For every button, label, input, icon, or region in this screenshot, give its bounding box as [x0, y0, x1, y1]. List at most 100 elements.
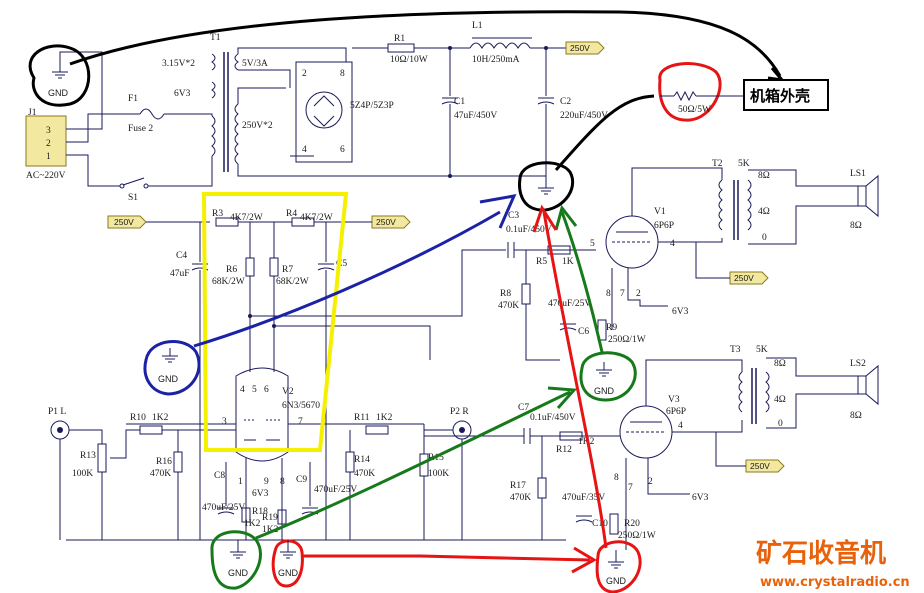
- t1-tap-a: 3.15V*2: [162, 59, 195, 69]
- c10-label: C10: [592, 519, 608, 529]
- rect-pin4: 4: [302, 145, 307, 155]
- t1-5v: 5V/3A: [242, 59, 268, 69]
- v1-pin7: 7: [620, 289, 625, 299]
- c7-value: 0.1uF/450V: [530, 413, 576, 423]
- r7-value: 68K/2W: [276, 277, 309, 287]
- gnd-symbol-central: [538, 176, 554, 195]
- output-v1: C3 0.1uF/450V R5 1K 5 R8 470K V1 6P6P 4 …: [498, 159, 879, 361]
- v3-value: 6P6P: [666, 407, 686, 417]
- svg-text:GND: GND: [606, 576, 627, 586]
- power-supply-section: J1 3 2 1 AC~220V F1 Fuse 2 S1 T1 3.15V*2…: [25, 21, 608, 203]
- l1-label: L1: [472, 21, 483, 31]
- r9-label: R9: [606, 323, 617, 333]
- t3-8ohm: 8Ω: [774, 359, 786, 369]
- r19-label: R19: [262, 513, 278, 523]
- v2-pin3: 3: [222, 417, 227, 427]
- gnd-symbol-bottom-green: GND: [228, 540, 249, 578]
- rectifier-box: [295, 61, 353, 163]
- gnd-symbol-blue: GND: [158, 348, 179, 384]
- p1-label: P1 L: [48, 407, 66, 417]
- annotation-overlays: 50Ω/5W 机箱外壳: [28, 10, 829, 593]
- v3-pin4: 4: [678, 421, 683, 431]
- brand-name: 矿石收音机: [756, 538, 886, 569]
- r3-value: 4K7/2W: [230, 213, 263, 223]
- c6-value: 470uF/25V: [548, 299, 591, 309]
- r17-value: 470K: [510, 493, 531, 503]
- r16-label: R16: [156, 457, 172, 467]
- brand-watermark: 矿石收音机 www.crystalradio.cn: [756, 538, 910, 590]
- j1-pin1: 1: [46, 152, 51, 162]
- v3-pin7: 7: [628, 483, 633, 493]
- j1-connector: [25, 115, 67, 167]
- red-wire-up: [542, 211, 608, 549]
- v2-pin4: 4: [240, 385, 245, 395]
- v1-heater: 6V3: [672, 307, 689, 317]
- svg-text:GND: GND: [594, 386, 615, 396]
- red-loop-chassis-resistor: [658, 62, 722, 122]
- green-wire-up: [560, 211, 604, 353]
- c8-label: C8: [214, 471, 225, 481]
- c1-label: C1: [454, 97, 465, 107]
- c6-label: C6: [578, 327, 589, 337]
- r7-label: R7: [282, 265, 293, 275]
- fuse-label: Fuse 2: [128, 124, 153, 134]
- t3-0: 0: [778, 419, 783, 429]
- r6-value: 68K/2W: [212, 277, 245, 287]
- r18-label: R18: [252, 507, 268, 517]
- svg-text:GND: GND: [278, 568, 299, 578]
- r1-value: 10Ω/10W: [390, 55, 428, 65]
- c2-value: 220uF/450V: [560, 111, 608, 121]
- r4-label: R4: [286, 209, 297, 219]
- r9-value: 250Ω/1W: [608, 335, 646, 345]
- v2-label: V2: [282, 387, 294, 397]
- chassis-label-box: [743, 79, 829, 111]
- r17-label: R17: [510, 481, 526, 491]
- r16-value: 470K: [150, 469, 171, 479]
- p2-label: P2 R: [450, 407, 469, 417]
- black-loop-gnd-central: [518, 161, 575, 212]
- v1-pin8: 8: [606, 289, 611, 299]
- r20-value: 250Ω/1W: [618, 531, 656, 541]
- ls2-label: LS2: [850, 359, 866, 369]
- ls2-value: 8Ω: [850, 411, 862, 421]
- c5-label: C5: [336, 259, 347, 269]
- ls1-label: LS1: [850, 169, 866, 179]
- v2-heater: 6V3: [252, 489, 269, 499]
- gnd-symbol-v1-cathode: GND: [594, 362, 615, 396]
- green-loop-gnd: [579, 351, 637, 402]
- c9-label: C9: [296, 475, 307, 485]
- rectifier-label: 5Z4P/5Z3P: [350, 101, 394, 111]
- v2-pin1: 1: [238, 477, 243, 487]
- c10-value: 470uF/35V: [562, 493, 605, 503]
- t1-250v: 250V*2: [242, 121, 273, 131]
- netflag-250v-top: 250V: [570, 43, 590, 53]
- c3-label: C3: [508, 211, 519, 221]
- rect-pin6: 6: [340, 145, 345, 155]
- gnd-symbol-topleft: GND: [48, 66, 69, 98]
- r11-value: 1K2: [376, 413, 393, 423]
- r8-label: R8: [500, 289, 511, 299]
- red-loop-gnd-right: [595, 540, 642, 593]
- r14-label: R14: [354, 455, 370, 465]
- v3-pin8: 8: [614, 473, 619, 483]
- ground-symbols: GND GND GND GND: [48, 66, 627, 586]
- t1-tap-b: 6V3: [174, 89, 191, 99]
- t2-label: T2: [712, 159, 723, 169]
- r6-label: R6: [226, 265, 237, 275]
- r13-label: R13: [80, 451, 96, 461]
- v1-label: V1: [654, 207, 666, 217]
- netflag-250v-v3: 250V: [750, 461, 770, 471]
- chassis-label: 机箱外壳: [750, 87, 810, 105]
- c9-value: 470uF/25V: [314, 485, 357, 495]
- blue-wire: [193, 210, 501, 348]
- t2-8ohm: 8Ω: [758, 171, 770, 181]
- v3-heater: 6V3: [692, 493, 709, 503]
- ls1-value: 8Ω: [850, 221, 862, 231]
- r14-value: 470K: [354, 469, 375, 479]
- v3-pin2: 2: [648, 477, 653, 487]
- v2-value: 6N3/5670: [282, 401, 320, 411]
- t2-4ohm: 4Ω: [758, 207, 770, 217]
- r4-value: 4K7/2W: [300, 213, 333, 223]
- r20-label: R20: [624, 519, 640, 529]
